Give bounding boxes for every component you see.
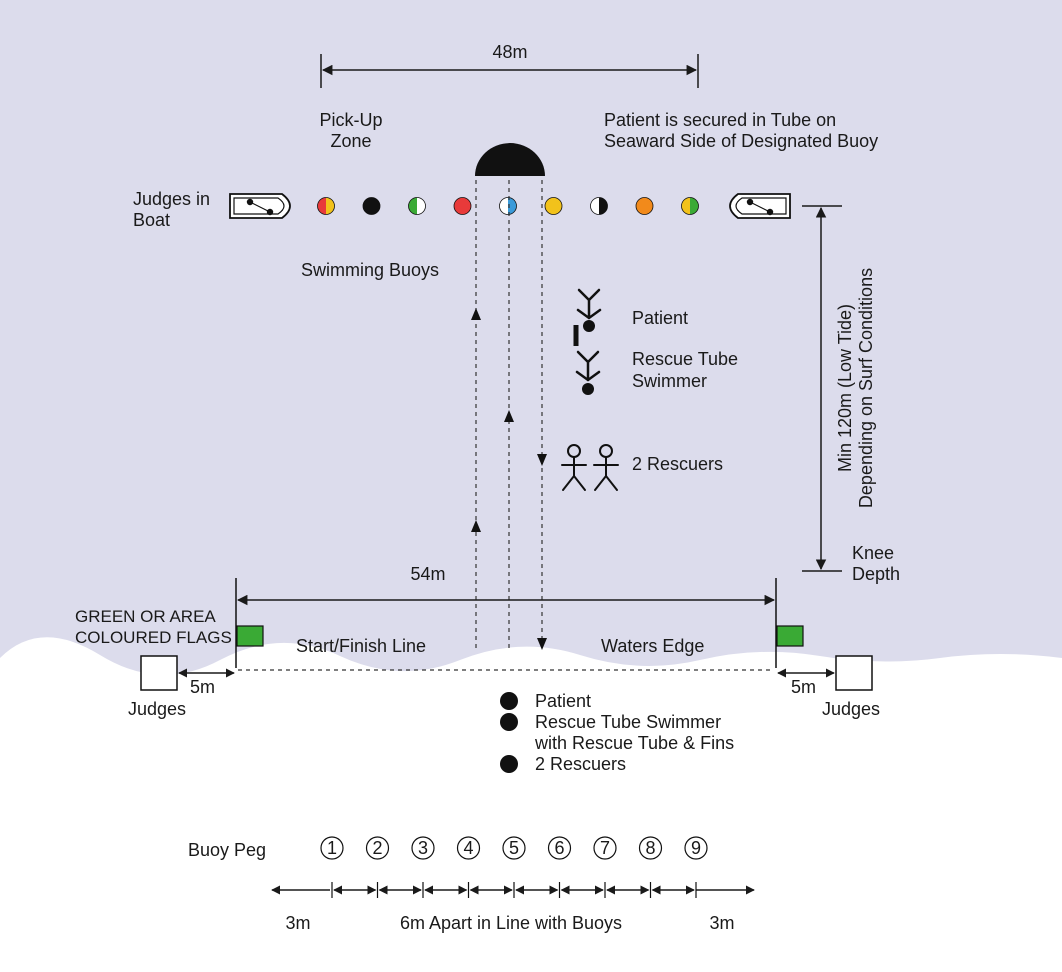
swimming-buoys-label: Swimming Buoys — [301, 260, 439, 280]
min-120-label-1: Min 120m (Low Tide) — [835, 304, 855, 472]
buoy-peg-6: 6 — [547, 836, 572, 860]
buoy-peg-2: 2 — [365, 836, 390, 860]
legend-swimmer: Rescue Tube Swimmer — [535, 712, 721, 732]
lane-3-arrow-down-bottom — [537, 638, 547, 650]
judges-boat-left-icon — [229, 193, 291, 219]
peg-middle-label: 6m Apart in Line with Buoys — [400, 913, 622, 933]
knee-depth-label-1: Knee — [852, 543, 894, 563]
legend-swimmer-dot — [500, 713, 518, 731]
left-flag — [236, 625, 264, 647]
buoy-8 — [635, 197, 654, 215]
pickup-zone-label-2: Zone — [330, 131, 371, 151]
lane-1-arrow-up-top — [471, 308, 481, 320]
judges-boat-label-2: Boat — [133, 210, 170, 230]
start-finish-label: Start/Finish Line — [296, 636, 426, 656]
buoy-peg-number: 7 — [600, 838, 610, 858]
legend-rescuers-dot — [500, 755, 518, 773]
judges-box-left — [140, 655, 178, 691]
right-flag — [776, 625, 804, 647]
judges-right-label: Judges — [822, 699, 880, 719]
pickup-zone-dome — [475, 143, 545, 176]
buoy-7 — [590, 197, 608, 215]
judges-left-label: Judges — [128, 699, 186, 719]
buoy-2 — [362, 197, 381, 215]
buoy-peg-1: 1 — [320, 836, 344, 860]
peg-right-3m-label: 3m — [709, 913, 734, 933]
buoy-peg-title: Buoy Peg — [188, 840, 266, 860]
dim-5-left-label: 5m — [190, 677, 215, 697]
judges-boat-right-icon — [729, 193, 791, 219]
waters-edge-label: Waters Edge — [601, 636, 704, 656]
flags-label-2: COLOURED FLAGS — [75, 628, 232, 647]
peg-left-3m-label: 3m — [285, 913, 310, 933]
buoy-peg-4: 4 — [456, 836, 481, 860]
buoy-peg-9: 9 — [684, 836, 708, 860]
legend-patient: Patient — [535, 691, 591, 711]
two-rescuers-icon — [561, 444, 619, 491]
buoy-peg-3: 3 — [411, 836, 435, 860]
buoy-peg-number: 6 — [554, 838, 564, 858]
patient-figure-icon — [576, 288, 602, 332]
buoy-peg-number: 1 — [327, 838, 337, 858]
secured-label-2: Seaward Side of Designated Buoy — [604, 131, 878, 151]
patient-label: Patient — [632, 308, 688, 328]
legend-swimmer-equipment: with Rescue Tube & Fins — [534, 733, 734, 753]
judges-box-right — [835, 655, 873, 691]
buoy-peg-number: 4 — [463, 838, 473, 858]
secured-label-1: Patient is secured in Tube on — [604, 110, 836, 130]
lane-3-arrow-down-top — [537, 454, 547, 466]
two-rescuers-label: 2 Rescuers — [632, 454, 723, 474]
buoy-3 — [408, 197, 426, 215]
buoy-peg-5: 5 — [502, 836, 526, 860]
buoy-peg-7: 7 — [593, 836, 617, 860]
buoy-1 — [317, 197, 335, 215]
swimming-buoys — [317, 197, 699, 215]
water-area — [0, 0, 1062, 675]
judges-boat-label-1: Judges in — [133, 189, 210, 209]
buoy-peg-number: 8 — [645, 838, 655, 858]
rescue-tube-label-2: Swimmer — [632, 371, 707, 391]
lane-1-arrow-up-bottom — [471, 520, 481, 532]
buoy-peg-number: 9 — [691, 838, 701, 858]
min-120-label-2: Depending on Surf Conditions — [856, 268, 876, 508]
peg-spacing-dimensions — [331, 882, 697, 898]
buoy-4 — [453, 197, 472, 215]
buoy-peg-number: 3 — [418, 838, 428, 858]
legend-rescuers: 2 Rescuers — [535, 754, 626, 774]
buoy-pegs: 1 2 3 4 5 6 7 8 9 — [320, 836, 708, 860]
buoy-peg-number: 2 — [372, 838, 382, 858]
buoy-6 — [544, 197, 563, 215]
buoy-5 — [499, 197, 517, 215]
dim-54-label: 54m — [410, 564, 445, 584]
rescue-tube-swimmer-icon — [575, 350, 601, 395]
dim-48-label: 48m — [492, 42, 527, 62]
buoy-peg-number: 5 — [509, 838, 519, 858]
flags-label-1: GREEN OR AREA — [75, 607, 216, 626]
knee-depth-label-2: Depth — [852, 564, 900, 584]
rescue-tube-label-1: Rescue Tube — [632, 349, 738, 369]
pickup-zone-label-1: Pick-Up — [319, 110, 382, 130]
buoy-peg-8: 8 — [638, 836, 663, 860]
legend-patient-dot — [500, 692, 518, 710]
lane-2-arrow-up — [504, 410, 514, 422]
dim-5-right-label: 5m — [791, 677, 816, 697]
buoy-9 — [681, 197, 699, 215]
